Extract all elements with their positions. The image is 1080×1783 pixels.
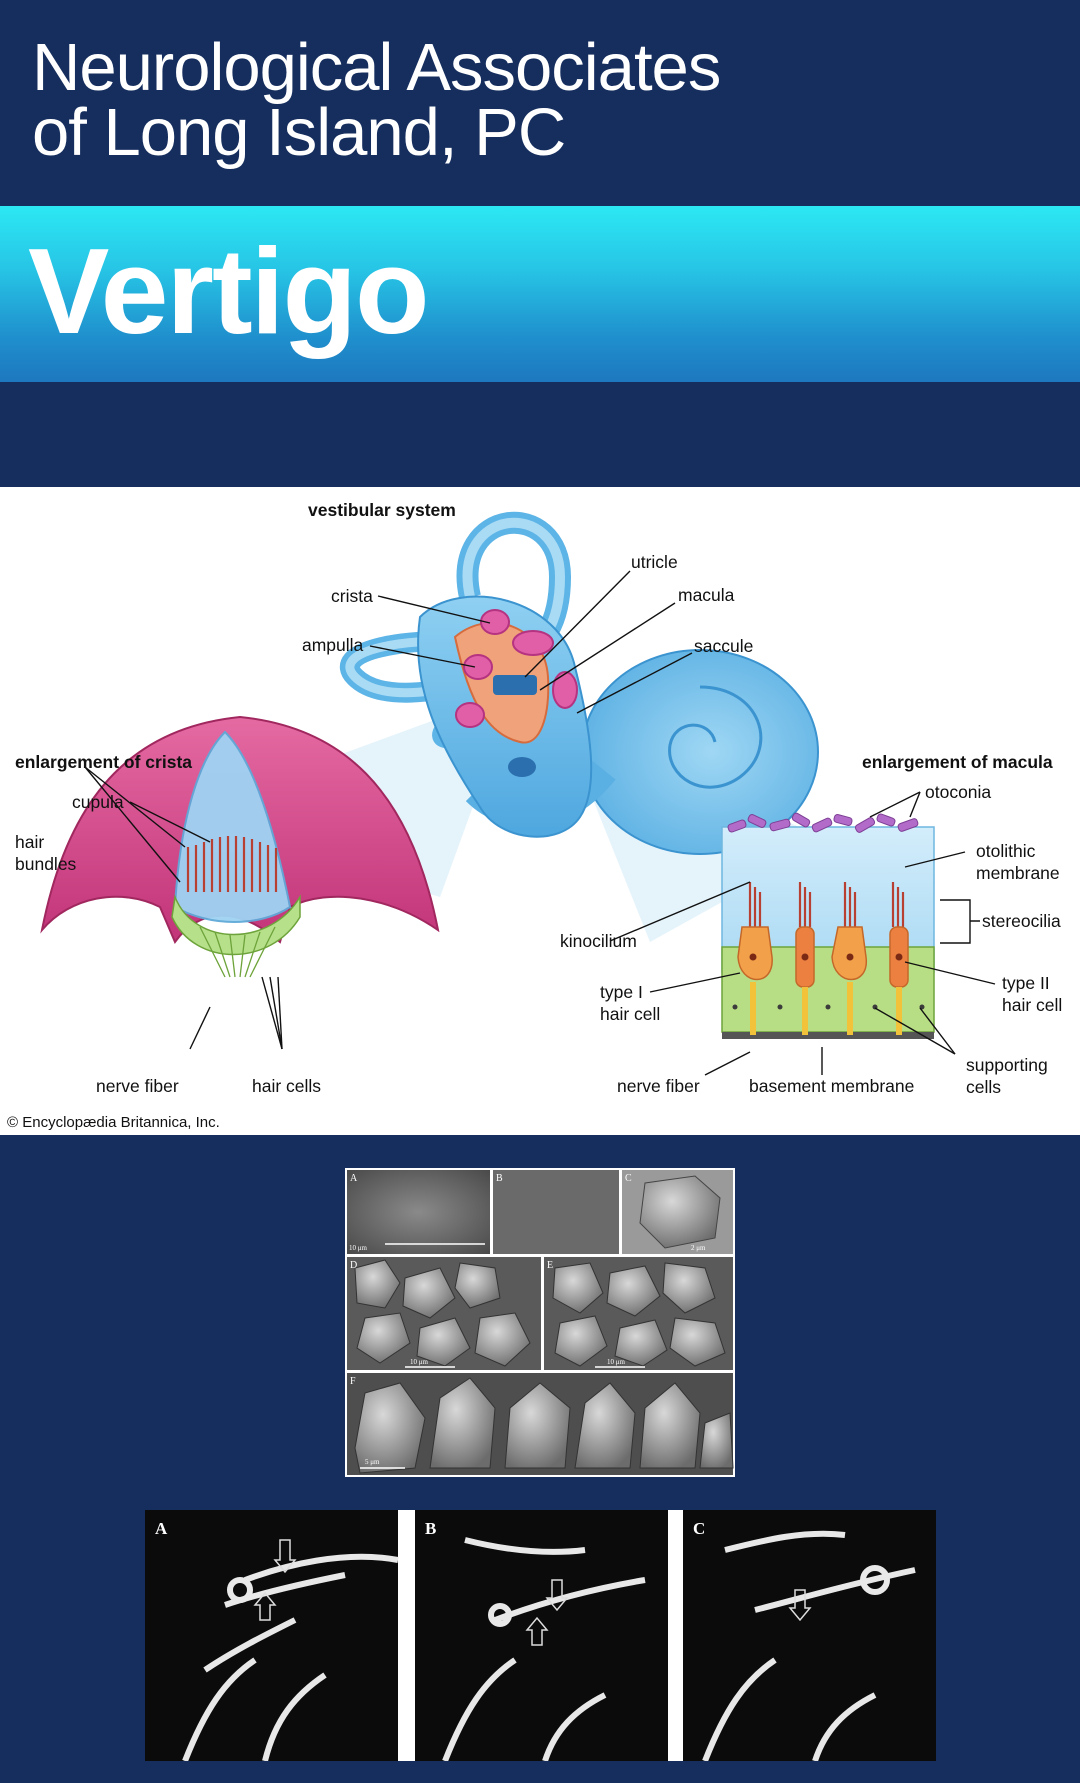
sem-panel-label-a: A [350,1173,358,1184]
mri-panel-c-structures [702,1530,916,1763]
mri-panel-a-structures [182,1553,399,1763]
label-nerve-fiber-left: nerve fiber [96,1076,179,1096]
label-supporting-2: cells [966,1077,1001,1097]
label-nerve-fiber-right: nerve fiber [617,1076,700,1096]
mri-panel-label-b: B [425,1519,436,1538]
title-band: Vertigo [0,206,1080,382]
sem-scale-a: 10 μm [349,1244,368,1252]
label-type1-1: type I [600,982,643,1002]
label-kinocilium: kinocilium [560,931,637,951]
label-stereocilia: stereocilia [982,911,1061,931]
sem-panel-label-d: D [350,1260,357,1271]
label-crista: crista [331,586,373,606]
label-hair-bundles-2: bundles [15,854,77,874]
sem-panel-label-e: E [547,1260,553,1271]
label-vestibular-system: vestibular system [308,500,456,520]
label-otolithic-2: membrane [976,863,1060,883]
label-saccule: saccule [694,636,753,656]
sem-scale-e: 10 μm [607,1358,626,1366]
label-type1-2: hair cell [600,1004,660,1024]
sem-scale-d: 10 μm [410,1358,429,1366]
label-ampulla: ampulla [302,635,364,655]
macula-hair-cells [732,882,925,1035]
otoconia-micrograph-svg: A B C D E F 10 μm 2 μm 10 μm 10 μm 5 μm [347,1170,734,1475]
label-hair-cells: hair cells [252,1076,321,1096]
leader-lines [84,570,996,1076]
label-otolithic-1: otolithic [976,841,1036,861]
practice-name-line-1: Neurological Associates [32,30,721,105]
mri-panel-label-c: C [693,1519,705,1538]
vestibule [417,595,593,838]
otoconia-crystals [727,812,919,833]
copyright-credit: © Encyclopædia Britannica, Inc. [7,1114,220,1131]
practice-header: Neurological Associates of Long Island, … [0,0,1080,206]
label-macula: macula [678,585,735,605]
crista-hair-bundles [186,836,278,892]
sem-scale-f: 5 μm [365,1458,380,1466]
sem-scale-c: 2 μm [691,1244,706,1252]
sem-panel-label-f: F [350,1376,356,1387]
macula-enlargement [721,812,935,1039]
label-enlargement-of-macula: enlargement of macula [862,752,1053,772]
mri-panel-label-a: A [155,1519,168,1538]
vestibular-diagram-svg: vestibular system crista ampulla utricle… [7,500,1062,1131]
label-supporting-1: supporting [966,1055,1048,1075]
label-type2-1: type II [1002,973,1050,993]
mri-arrows [253,1539,812,1646]
label-utricle: utricle [631,552,678,572]
practice-name-line-2: of Long Island, PC [32,95,566,170]
label-cupula: cupula [72,792,124,812]
label-hair-bundles-1: hair [15,832,44,852]
label-enlargement-of-crista: enlargement of crista [15,752,192,772]
vestibular-diagram: vestibular system crista ampulla utricle… [0,487,1080,1135]
page-title: Vertigo [28,223,430,359]
otoconia-micrograph: A B C D E F 10 μm 2 μm 10 μm 10 μm 5 μm [345,1168,735,1477]
sem-panel-label-c: C [625,1173,632,1184]
crista-enlargement [40,715,440,978]
label-basement-membrane: basement membrane [749,1076,914,1096]
sem-panel-label-b: B [496,1173,503,1184]
crista-nerve-fibers [199,926,276,978]
mri-images: A B C [145,1510,936,1763]
mri-images-svg: A B C [145,1510,936,1763]
label-type2-2: hair cell [1002,995,1062,1015]
label-otoconia: otoconia [925,782,991,802]
